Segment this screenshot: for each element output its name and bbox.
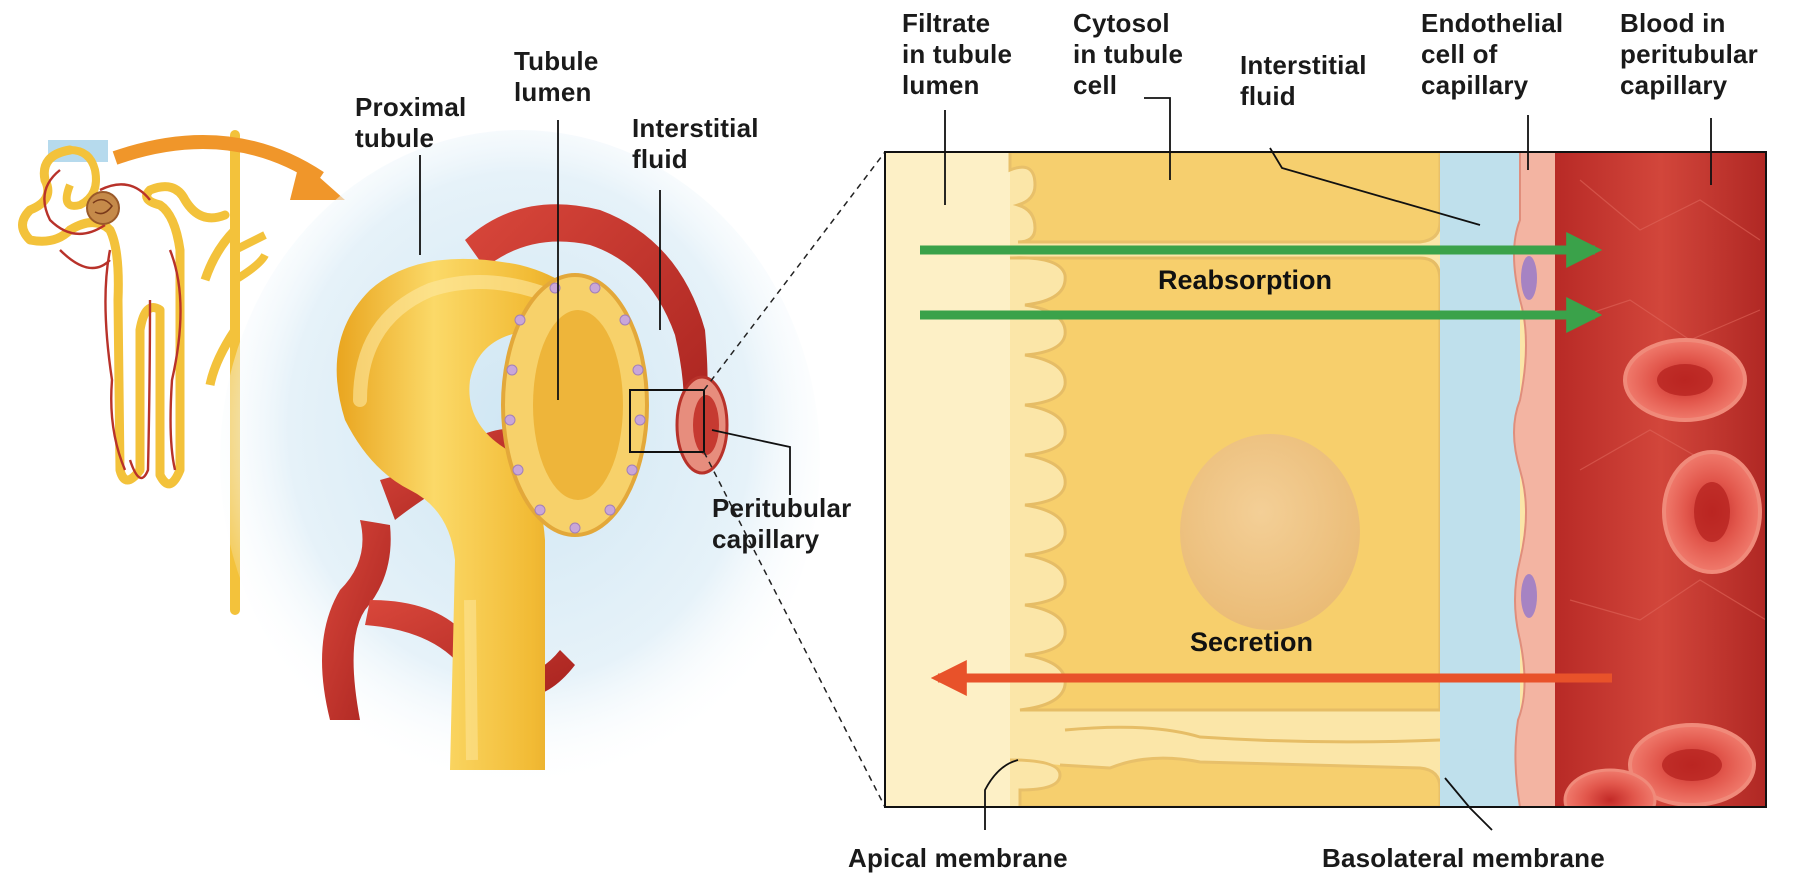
label-reabsorption: Reabsorption — [1158, 265, 1332, 296]
tubule-illustration — [220, 130, 820, 790]
cell-nucleus — [1180, 434, 1360, 630]
callout-arrow — [115, 142, 320, 178]
nephron-overview — [23, 135, 266, 610]
label-proximal-tubule: Proximal tubule — [355, 92, 466, 154]
label-tubule-lumen: Tubule lumen — [514, 46, 598, 108]
endothelial-nucleus-1 — [1521, 256, 1537, 300]
label-filtrate: Filtrate in tubule lumen — [902, 8, 1012, 101]
label-peritubular-capillary: Peritubular capillary — [712, 493, 851, 555]
label-interstitial-fluid-right: Interstitial fluid — [1240, 50, 1367, 112]
cell-detail-panel — [885, 152, 1766, 830]
tubule-lumen-center — [533, 310, 623, 500]
tubule-cell-lower — [1010, 758, 1440, 807]
tubule-cell-upper — [1010, 152, 1440, 242]
label-apical-membrane: Apical membrane — [848, 843, 1068, 874]
nephron-tubule — [23, 150, 226, 484]
label-interstitial-fluid-left: Interstitial fluid — [632, 113, 759, 175]
label-secretion: Secretion — [1190, 627, 1313, 658]
label-cytosol: Cytosol in tubule cell — [1073, 8, 1183, 101]
endothelial-nucleus-2 — [1521, 574, 1537, 618]
label-endothelial-cell: Endothelial cell of capillary — [1421, 8, 1563, 101]
glomerulus — [87, 192, 119, 224]
label-basolateral-membrane: Basolateral membrane — [1322, 843, 1605, 874]
label-blood: Blood in peritubular capillary — [1620, 8, 1758, 101]
